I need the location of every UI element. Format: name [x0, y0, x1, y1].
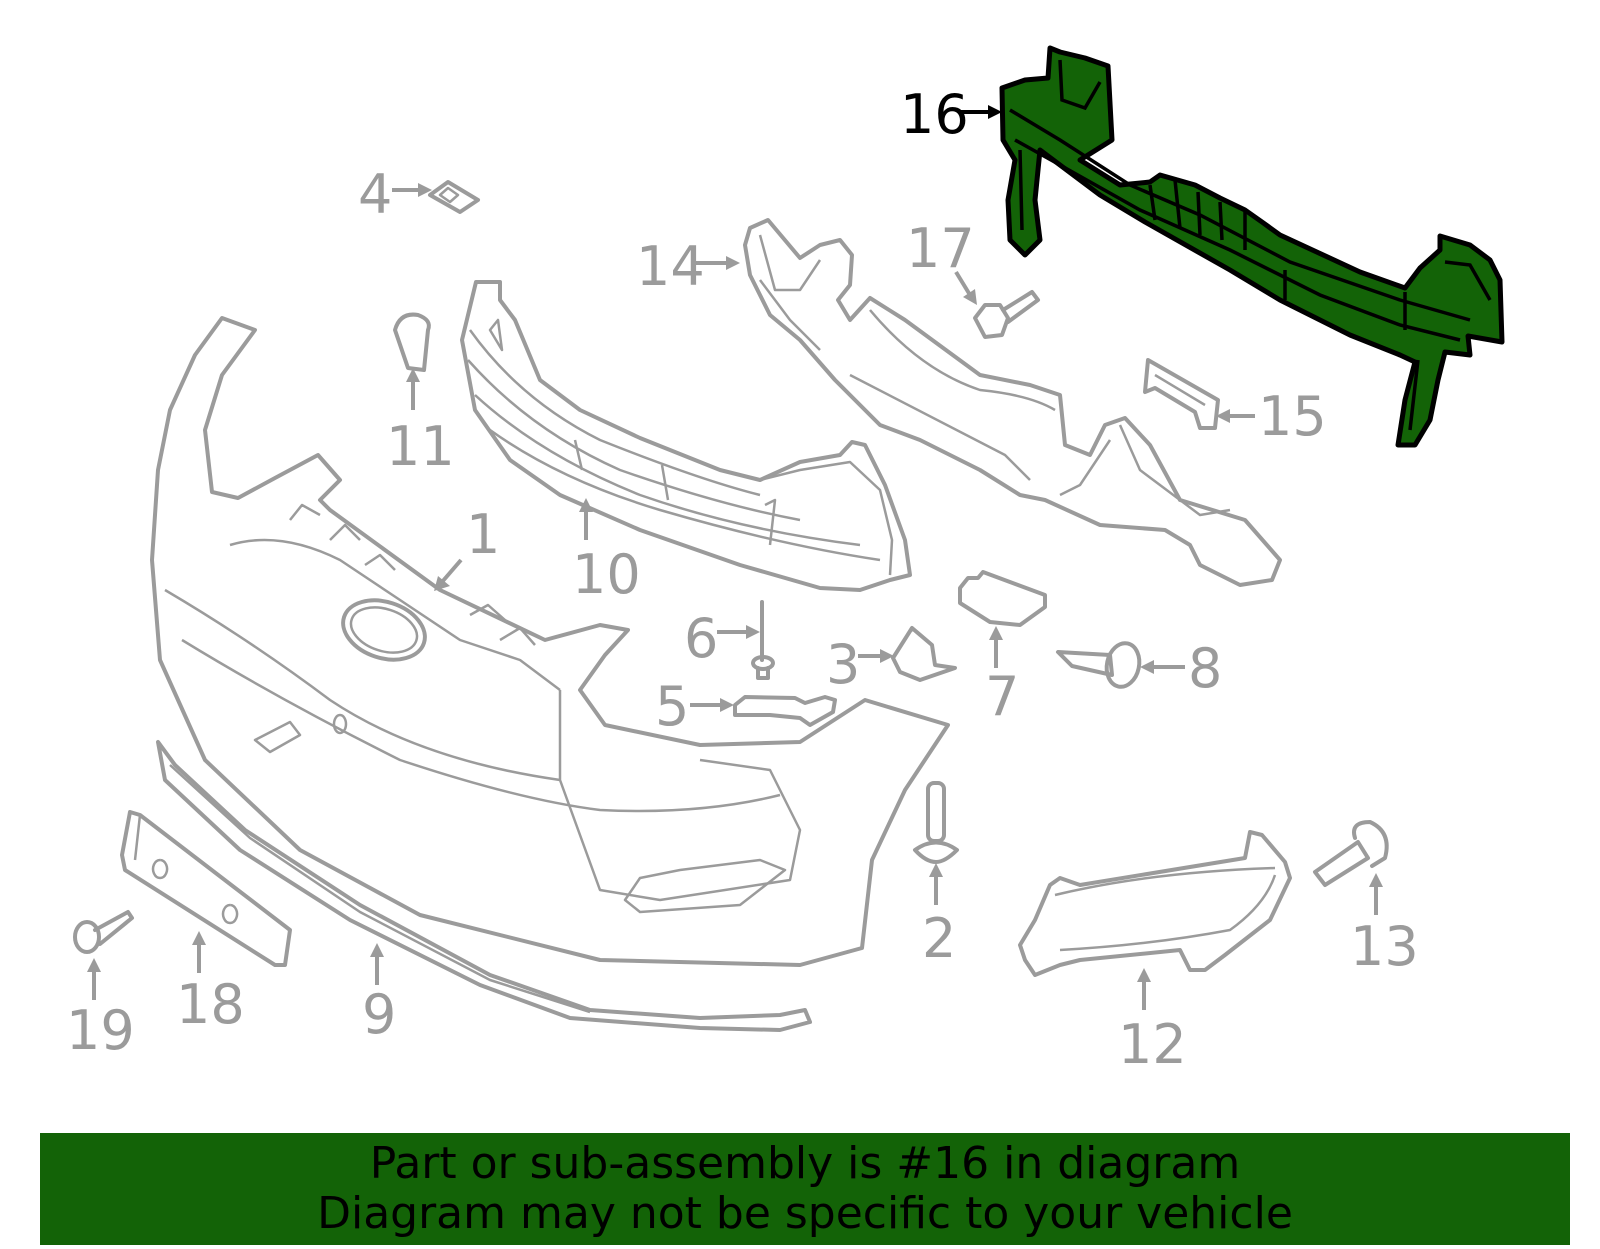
part-8-screw — [1056, 641, 1142, 689]
banner-part-note: Part or sub-assembly is #16 in diagram — [369, 1138, 1241, 1189]
callout-17[interactable]: 17 — [906, 217, 975, 280]
parts-illustration — [73, 45, 1505, 1032]
callout-5[interactable]: 5 — [655, 675, 690, 738]
part-11-cap — [393, 312, 431, 372]
callout-11[interactable]: 11 — [386, 415, 455, 478]
part-9-lower-lip — [156, 740, 812, 1032]
part-3-clip — [891, 626, 957, 682]
callout-6[interactable]: 6 — [684, 607, 719, 670]
callout-1[interactable]: 1 — [466, 503, 501, 566]
part-2-bolt — [913, 781, 959, 864]
callout-12[interactable]: 12 — [1118, 1013, 1187, 1076]
callout-18[interactable]: 18 — [176, 973, 245, 1036]
callout-14[interactable]: 14 — [636, 235, 705, 298]
callout-3[interactable]: 3 — [826, 633, 861, 696]
part-7-cover — [958, 570, 1047, 627]
part-18-bracket — [120, 810, 292, 967]
banner-disclaimer: Diagram may not be specific to your vehi… — [317, 1188, 1293, 1239]
part-16-bumper-reinforcement — [999, 45, 1505, 448]
callout-8[interactable]: 8 — [1188, 637, 1223, 700]
part-17-bolt — [973, 290, 1040, 339]
info-banner: Part or sub-assembly is #16 in diagram D… — [40, 1133, 1570, 1245]
part-14-energy-absorber — [743, 218, 1282, 587]
callout-16-highlighted[interactable]: 16 — [900, 83, 969, 146]
part-5-bracket — [733, 695, 837, 727]
callout-7[interactable]: 7 — [985, 665, 1020, 728]
callout-2[interactable]: 2 — [922, 907, 957, 970]
part-6-pin — [751, 600, 775, 680]
part-1-bumper-cover — [150, 316, 950, 967]
callout-15[interactable]: 15 — [1258, 385, 1327, 448]
callout-4[interactable]: 4 — [358, 163, 393, 226]
part-19-screw — [73, 910, 134, 954]
callout-13[interactable]: 13 — [1350, 915, 1419, 978]
part-10-lower-grille — [460, 280, 912, 592]
part-12-fog-lamp-trim — [1018, 830, 1292, 977]
callout-19[interactable]: 19 — [66, 999, 135, 1062]
part-4-clip — [428, 180, 480, 214]
callout-10[interactable]: 10 — [572, 543, 641, 606]
callout-9[interactable]: 9 — [362, 983, 397, 1046]
parts-diagram: 1 2 3 4 5 6 7 8 9 10 11 12 13 14 15 16 1… — [66, 45, 1505, 1076]
part-13-bolt — [1313, 820, 1389, 887]
callout-arrows — [87, 105, 1383, 1010]
part-15-bracket — [1143, 358, 1220, 430]
